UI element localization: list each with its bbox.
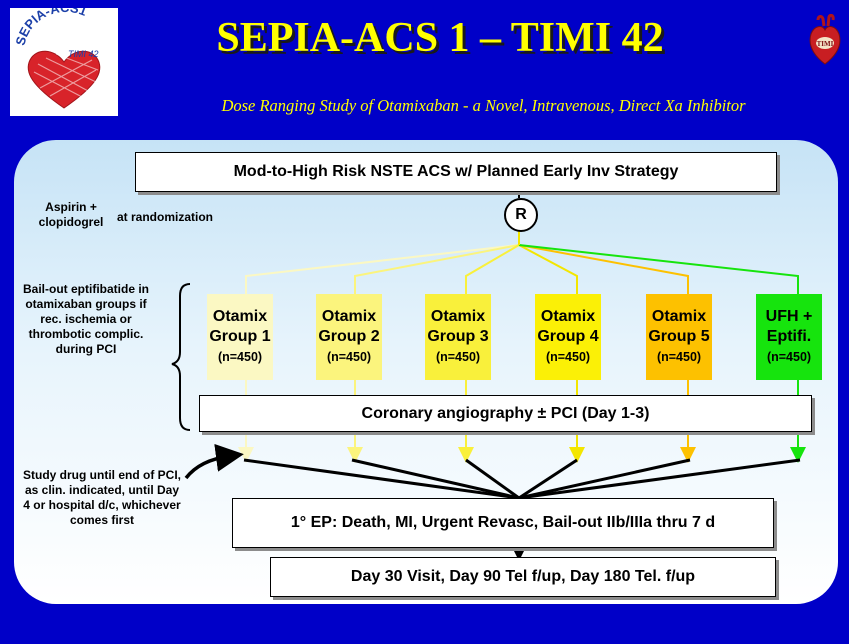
logo-subtitle-text: TIMI 42: [68, 49, 99, 59]
followup-box: Day 30 Visit, Day 90 Tel f/up, Day 180 T…: [270, 557, 776, 597]
group-box-5: Otamix Group 5 (n=450): [646, 294, 712, 380]
page-title: SEPIA-ACS 1 – TIMI 42: [216, 15, 664, 61]
group-label-line1: Otamix: [540, 308, 596, 325]
randomization-node: R: [504, 198, 538, 232]
randomization-timing-label: at randomization: [117, 210, 214, 224]
group-label-line2: Group 2: [318, 328, 380, 345]
background-therapy-label: Aspirin + clopidogrel: [38, 200, 104, 229]
heart-anatomy-icon: TIMI: [809, 13, 841, 65]
angiography-box: Coronary angiography ± PCI (Day 1-3): [199, 395, 812, 432]
page-subtitle: Dose Ranging Study of Otamixaban - a Nov…: [221, 96, 746, 115]
bailout-brace: [171, 283, 191, 431]
group-label-line1: UFH +: [765, 308, 813, 325]
population-box: Mod-to-High Risk NSTE ACS w/ Planned Ear…: [135, 152, 777, 192]
group-sample-size: (n=450): [656, 350, 702, 364]
group-box-1: Otamix Group 1 (n=450): [207, 294, 273, 380]
group-sample-size: (n=450): [217, 350, 263, 364]
timi-logo: TIMI: [806, 13, 844, 66]
group-sample-size: (n=450): [326, 350, 372, 364]
branch-group-4: [518, 244, 578, 294]
branch-group-3: [465, 244, 520, 294]
group-box-3: Otamix Group 3 (n=450): [425, 294, 491, 380]
branch-group-2: [354, 244, 520, 294]
branch-group-6: [518, 244, 799, 294]
group-box-4: Otamix Group 4 (n=450): [535, 294, 601, 380]
group-sample-size: (n=450): [545, 350, 591, 364]
group-sample-size: (n=450): [766, 350, 812, 364]
converging-lines: [243, 458, 801, 500]
timi-logo-text: TIMI: [817, 40, 834, 48]
study-drug-arrow: [184, 443, 244, 480]
group-sample-size: (n=450): [435, 350, 481, 364]
group-label-line1: Otamix: [651, 308, 707, 325]
branch-group-1: [245, 244, 520, 294]
group-label-line2: Group 4: [537, 328, 599, 345]
primary-endpoint-box: 1° EP: Death, MI, Urgent Revasc, Bail-ou…: [232, 498, 774, 548]
group-label-line1: Otamix: [430, 308, 486, 325]
study-drug-note: Study drug until end of PCI, as clin. in…: [23, 468, 181, 527]
branch-group-5: [518, 244, 689, 294]
bailout-note: Bail-out eptifibatide in otamixaban grou…: [23, 282, 149, 356]
group-box-2: Otamix Group 2 (n=450): [316, 294, 382, 380]
group-label-line1: Otamix: [212, 308, 268, 325]
group-label-line2: Group 3: [427, 328, 489, 345]
group-box-6: UFH + Eptifi. (n=450): [756, 294, 822, 380]
group-label-line2: Eptifi.: [766, 328, 812, 345]
group-label-line1: Otamix: [321, 308, 377, 325]
group-label-line2: Group 5: [648, 328, 710, 345]
group-label-line2: Group 1: [209, 328, 271, 345]
